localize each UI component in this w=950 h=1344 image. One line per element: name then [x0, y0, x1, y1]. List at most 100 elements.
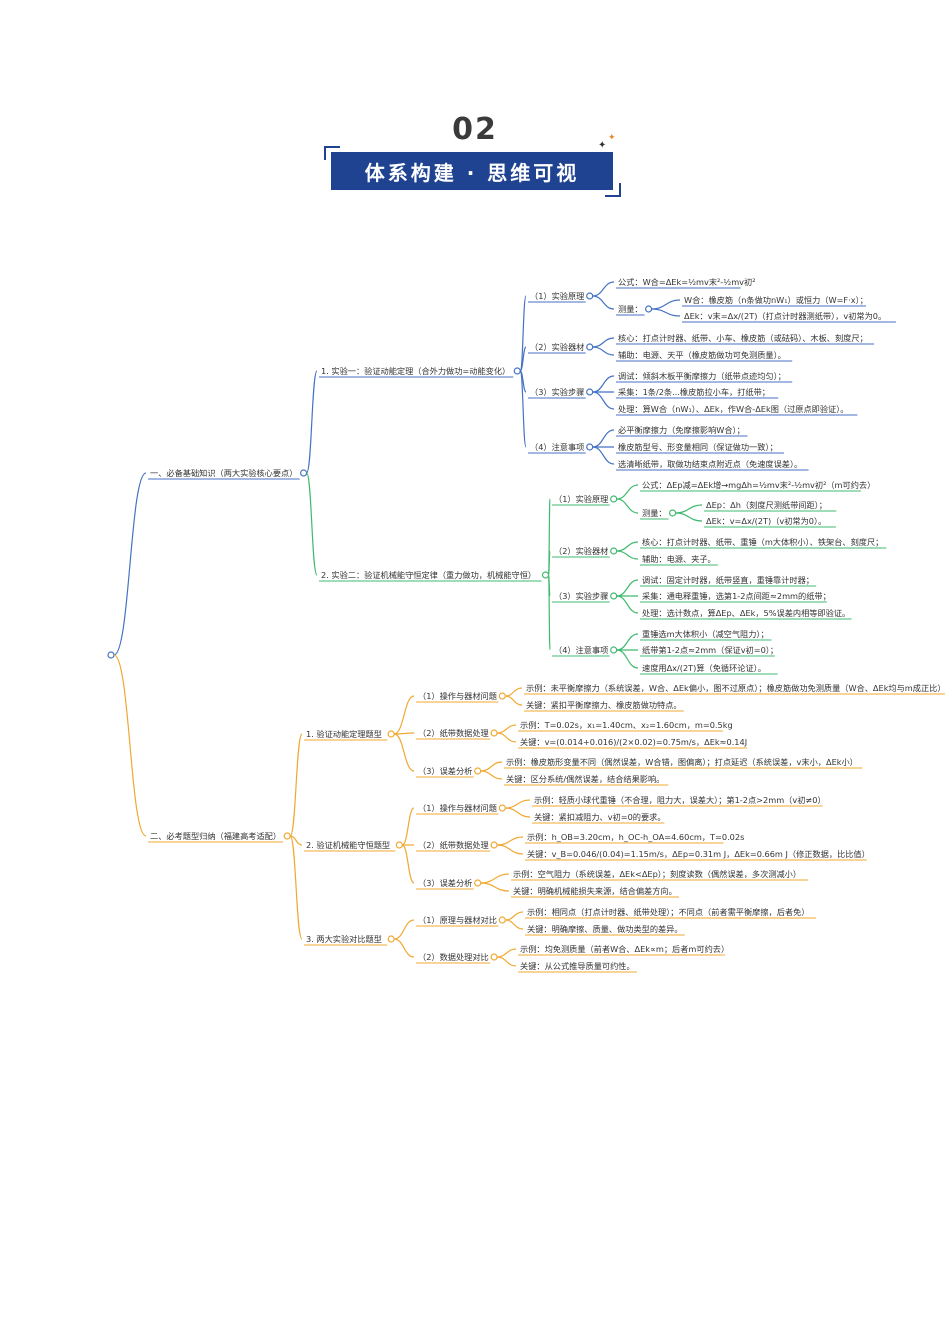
- question-section-node[interactable]: [498, 916, 506, 924]
- branch-line: [505, 919, 524, 930]
- branch-question-types: 二、必考题型归纳（福建高考适配）: [150, 831, 281, 841]
- branch-line: [393, 695, 415, 735]
- sparkle-icon: ✦: [598, 140, 607, 151]
- branch-question-types-node[interactable]: [283, 832, 291, 840]
- branch-line: [306, 370, 318, 474]
- exp2-section-node[interactable]: [610, 646, 618, 654]
- branch-line: [497, 948, 517, 958]
- exp2-title-node[interactable]: [541, 571, 550, 579]
- exp1-section-node[interactable]: [586, 343, 594, 351]
- exp2-section-node[interactable]: [610, 547, 618, 555]
- exp1-item-node[interactable]: [644, 305, 653, 313]
- question-item: 关键：区分系统/偶然误差，结合结果影响。: [506, 774, 664, 784]
- question-item: 关键：明确摩擦、质量、做功类型的差异。: [527, 924, 683, 934]
- question-section-node[interactable]: [490, 729, 498, 737]
- question-type-node[interactable]: [387, 730, 395, 738]
- question-item: 示例：空气阻力（系统误差，ΔEk<ΔEp）；刻度读数（偶然误差，多次测减小）: [513, 869, 801, 879]
- branch-line: [497, 732, 517, 743]
- banner-corner-bottom-right: [605, 183, 621, 197]
- branch-line: [592, 375, 615, 393]
- branch-line: [505, 807, 531, 818]
- branch-line: [497, 844, 524, 855]
- question-section: （1）操作与器材问题: [418, 803, 497, 813]
- branch-line: [616, 550, 639, 560]
- question-type: 1. 验证动能定理题型: [306, 729, 382, 739]
- branch-line: [497, 724, 517, 734]
- branch-line: [505, 911, 524, 921]
- question-section-node[interactable]: [490, 841, 498, 849]
- exp1-section: （2）实验器材: [530, 342, 584, 352]
- exp2-item: 重锤选m大体积小（减空气阻力）；: [642, 629, 769, 639]
- branch-line: [592, 446, 615, 465]
- root-node[interactable]: [107, 651, 115, 659]
- question-type-node[interactable]: [387, 935, 395, 943]
- branch-line: [592, 337, 615, 348]
- exp2-title: 2. 实验二：验证机械能守恒定律（重力做功，机械能守恒）: [321, 570, 536, 580]
- branch-line: [113, 472, 147, 656]
- question-type: 2. 验证机械能守恒题型: [306, 840, 390, 850]
- branch-line: [616, 484, 639, 500]
- question-section-node[interactable]: [498, 804, 506, 812]
- branch-basic-knowledge-node[interactable]: [300, 469, 308, 477]
- exp2-section-node[interactable]: [610, 592, 618, 600]
- exp1-section-node[interactable]: [586, 292, 594, 300]
- exp2-section: （3）实验步骤: [554, 591, 608, 601]
- branch-line: [616, 541, 639, 552]
- section-title-banner: 体系构建 · 思维可视: [331, 152, 613, 190]
- branch-line: [547, 550, 551, 576]
- exp2-item: 辅助：电源、夹子。: [642, 554, 716, 564]
- exp2-section: （2）实验器材: [554, 546, 608, 556]
- branch-line: [675, 512, 703, 522]
- exp1-item: 公式：W合=ΔEk=½mv末²-½mv初²: [618, 277, 756, 287]
- exp1-item: 采集：1条/2条...橡皮筋拉小车，打纸带；: [618, 387, 770, 397]
- question-item: 示例：均免测质量（前者W合、ΔEk∝m；后者m可约去）: [520, 944, 729, 954]
- branch-line: [289, 733, 303, 837]
- exp1-section-node[interactable]: [586, 388, 594, 396]
- branch-line: [497, 836, 524, 846]
- exp1-item: 调试：倾斜木板平衡摩擦力（纸带点迹均匀）；: [618, 371, 786, 381]
- branch-line: [616, 498, 639, 514]
- question-section-node[interactable]: [490, 953, 498, 961]
- question-section-node[interactable]: [498, 692, 506, 700]
- branch-line: [505, 687, 523, 697]
- branch-line: [651, 299, 681, 310]
- question-type: 3. 两大实验对比题型: [306, 934, 382, 944]
- question-section: （2）纸带数据处理: [418, 728, 489, 738]
- section-title: 体系构建 · 思维可视: [364, 160, 580, 185]
- branch-line: [616, 633, 639, 651]
- branch-line: [505, 695, 523, 706]
- question-type-node[interactable]: [395, 841, 403, 849]
- exp1-item: 必平衡摩擦力（免摩擦影响W合）；: [618, 425, 745, 435]
- question-item: 关键：v=(0.014+0.016)/(2×0.02)=0.75m/s，ΔEk≈…: [520, 737, 747, 747]
- exp1-title: 1. 实验一：验证动能定理（合外力做功=动能变化）: [321, 366, 510, 376]
- branch-line: [592, 346, 615, 356]
- branch-line: [289, 835, 303, 940]
- branch-line: [394, 919, 415, 940]
- branch-line: [519, 370, 527, 448]
- branch-line: [519, 346, 527, 372]
- banner-corner-top-left: [324, 146, 340, 160]
- exp1-section: （1）实验原理: [530, 291, 584, 301]
- exp2-item: 核心：打点计时器、纸带、重锤（m大体积小）、铁架台、刻度尺；: [642, 537, 883, 547]
- exp2-item-node[interactable]: [668, 509, 677, 517]
- question-section: （3）误差分析: [418, 878, 472, 888]
- question-item: 关键：明确机械能损失来源，结合偏差方向。: [513, 886, 677, 896]
- exp2-section-node[interactable]: [610, 495, 618, 503]
- question-item: 关键：v_B=0.046/(0.04)=1.15m/s，ΔEp=0.31m J，…: [527, 849, 870, 859]
- exp2-item: 公式：ΔEp减=ΔEk增→mgΔh=½mv末²-½mv初²（m可约去）: [642, 480, 875, 490]
- question-section: （3）误差分析: [418, 766, 472, 776]
- branch-line: [401, 844, 415, 884]
- question-section-node[interactable]: [474, 767, 482, 775]
- question-section: （2）数据处理对比: [418, 952, 489, 962]
- branch-line: [290, 835, 303, 846]
- branch-line: [480, 882, 510, 892]
- question-item: 关键：紧扣减阻力、v初=0的要求。: [534, 812, 666, 822]
- exp1-title-node[interactable]: [513, 367, 521, 375]
- exp1-section-node[interactable]: [586, 443, 594, 451]
- question-item: 示例：橡皮筋形变量不同（偶然误差，W合错，图偏离）；打点延迟（系统误差，v末小，…: [506, 757, 858, 767]
- exp2-subitem: ΔEk：v=Δx/(2T)（v初常为0）。: [706, 516, 826, 526]
- question-section: （1）操作与器材问题: [418, 691, 497, 701]
- question-section-node[interactable]: [474, 879, 482, 887]
- branch-line: [401, 807, 415, 846]
- exp1-item: 辅助：电源、天平（橡皮筋做功可免测质量）。: [618, 350, 786, 360]
